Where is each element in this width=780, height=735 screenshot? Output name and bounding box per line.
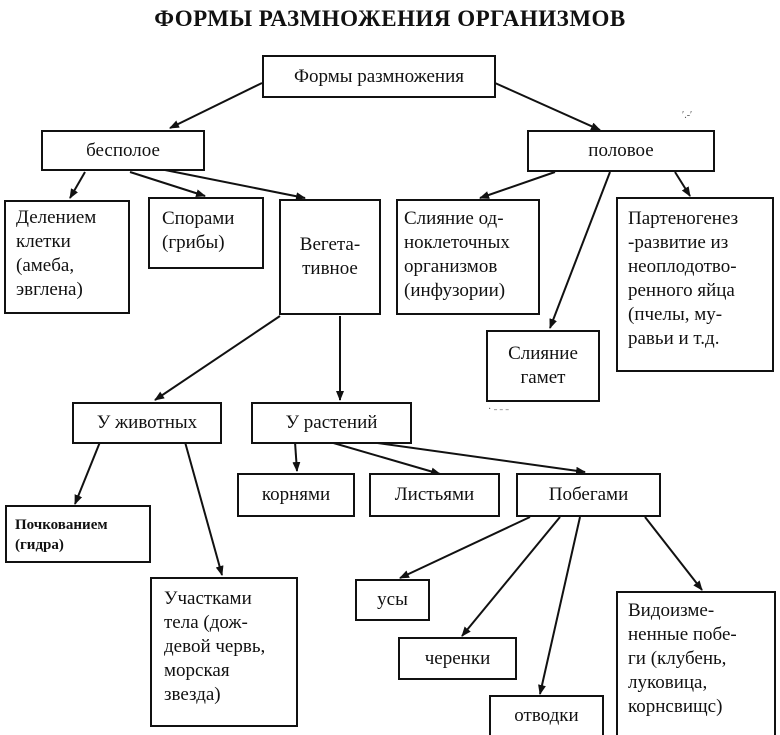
node-body-parts: Участками тела (дож- девой червь, морска… xyxy=(150,577,298,727)
edge-sexual-parthenogenesis xyxy=(674,171,691,197)
edge-sexual-gametes xyxy=(549,171,611,329)
edge-root-asexual xyxy=(169,82,263,129)
node-vegetative: Вегета- тивное xyxy=(279,199,381,315)
edge-asexual-vegetative xyxy=(164,169,306,201)
node-parthenogenesis: Партеногенез -развитие из неоплодотво- р… xyxy=(616,197,774,372)
node-shoots: Побегами xyxy=(516,473,661,517)
node-spores: Спорами (грибы) xyxy=(148,197,264,269)
node-reproduction-forms: Формы размножения xyxy=(262,55,496,98)
edge-sexual-unicellular xyxy=(479,171,556,199)
node-plants: У растений xyxy=(251,402,412,444)
edge-vegetative-animals xyxy=(154,315,281,401)
node-whiskers: усы xyxy=(355,579,430,621)
edge-plants-leaves xyxy=(329,441,441,476)
node-modified-shoots: Видоизме- ненные побе- ги (клубень, луко… xyxy=(616,591,776,735)
edge-animals-bodyparts xyxy=(184,441,224,576)
node-sexual: половое xyxy=(527,130,715,172)
node-cuttings: черенки xyxy=(398,637,517,680)
node-gamete-fusion: Слияние гамет xyxy=(486,330,600,402)
node-unicellular-fusion: Слияние од- ноклеточных организмов (инфу… xyxy=(396,199,540,315)
edge-shoots-layering xyxy=(538,516,581,695)
edge-root-sexual xyxy=(494,82,601,131)
scan-speck: ʹ.-ʹ xyxy=(682,110,693,121)
edge-shoots-modified xyxy=(644,516,703,591)
node-cell-division: Делением клетки (амеба, эвглена) xyxy=(4,200,130,314)
edge-shoots-whiskers xyxy=(399,516,531,579)
node-budding: Почкованием (гидра) xyxy=(5,505,151,563)
edge-asexual-celldivision xyxy=(69,171,86,199)
edge-animals-budding xyxy=(74,441,101,505)
edge-asexual-spores xyxy=(129,171,206,198)
edge-plants-shoots xyxy=(369,441,586,475)
node-leaves: Листьями xyxy=(369,473,500,517)
node-asexual: бесполое xyxy=(41,130,205,171)
diagram-title: ФОРМЫ РАЗМНОЖЕНИЯ ОРГАНИЗМОВ xyxy=(154,6,626,31)
node-layering: отводки xyxy=(489,695,604,735)
node-roots: корнями xyxy=(237,473,355,517)
edge-shoots-cuttings xyxy=(461,516,561,637)
scan-speck: · ˗ ˗ ˗ xyxy=(488,404,509,415)
edge-plants-roots xyxy=(292,441,301,472)
node-animals: У животных xyxy=(72,402,222,444)
